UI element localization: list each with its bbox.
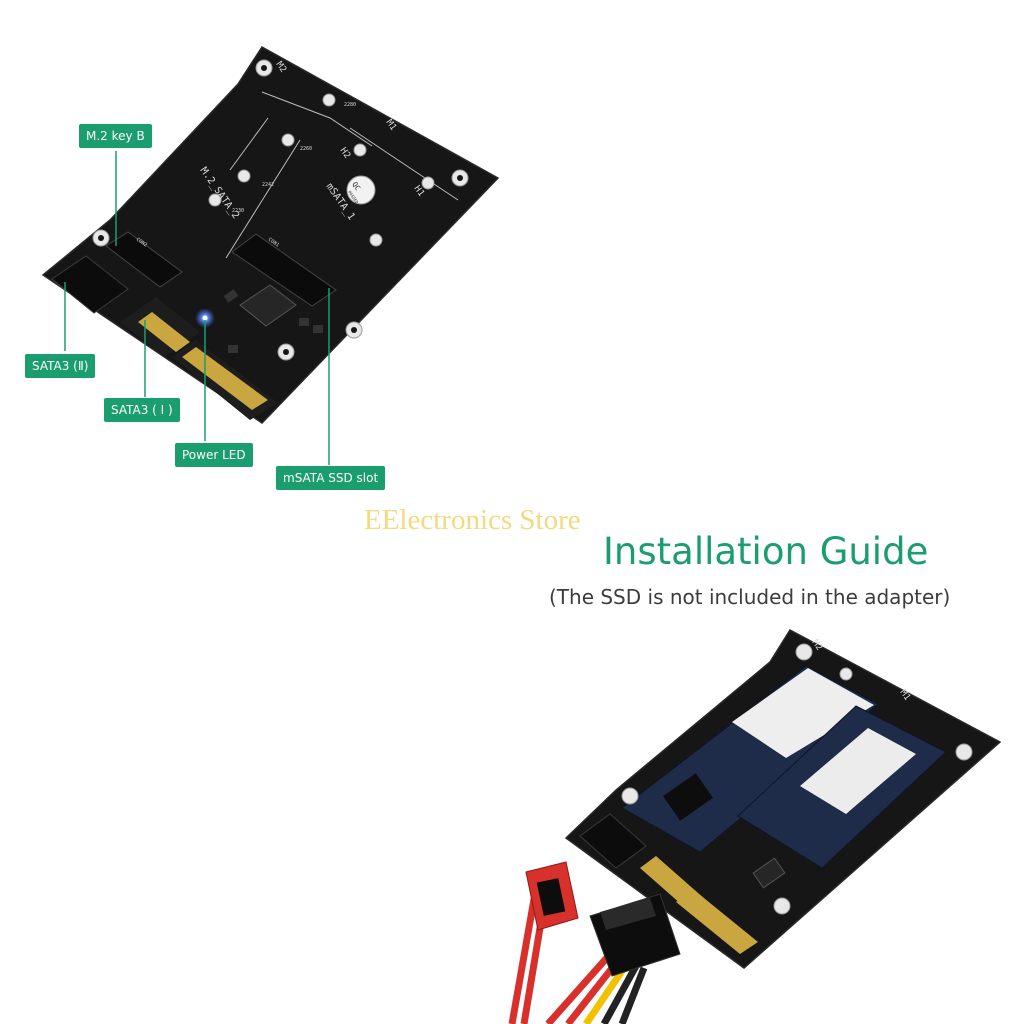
installation-guide-title: Installation Guide [603,530,929,573]
silk-con1: CON1 [267,237,280,249]
store-watermark: EElectronics Store [364,504,581,536]
silk-2260: 2260 [300,146,312,152]
sata-data-cable [508,861,579,1024]
callout-msata-slot: mSATA SSD slot [276,466,386,490]
callout-sata3-i: SATA3 ( I ) [104,398,180,422]
callout-sata3-ii: SATA3 (Ⅱ) [25,354,96,378]
callout-leaders [64,151,330,465]
sata-power-cable [545,893,681,1024]
silk-2230: 2230 [232,208,244,214]
adapter-board-assembled: M2 M1 [564,629,1002,969]
installation-guide-subtitle: (The SSD is not included in the adapter) [549,585,951,609]
callout-power-led: Power LED [175,443,253,467]
adapter-board-top: M2 M1 H2 H1 M.2_SATA_2 mSATA_1 QC PASSED… [41,46,500,424]
silk-qc: QC [350,181,361,193]
silk-con2: CON2 [135,237,148,249]
callout-m2-key-b: M.2 key B [79,124,152,148]
silk-2242: 2242 [262,182,274,188]
silk-2280: 2280 [344,102,356,108]
